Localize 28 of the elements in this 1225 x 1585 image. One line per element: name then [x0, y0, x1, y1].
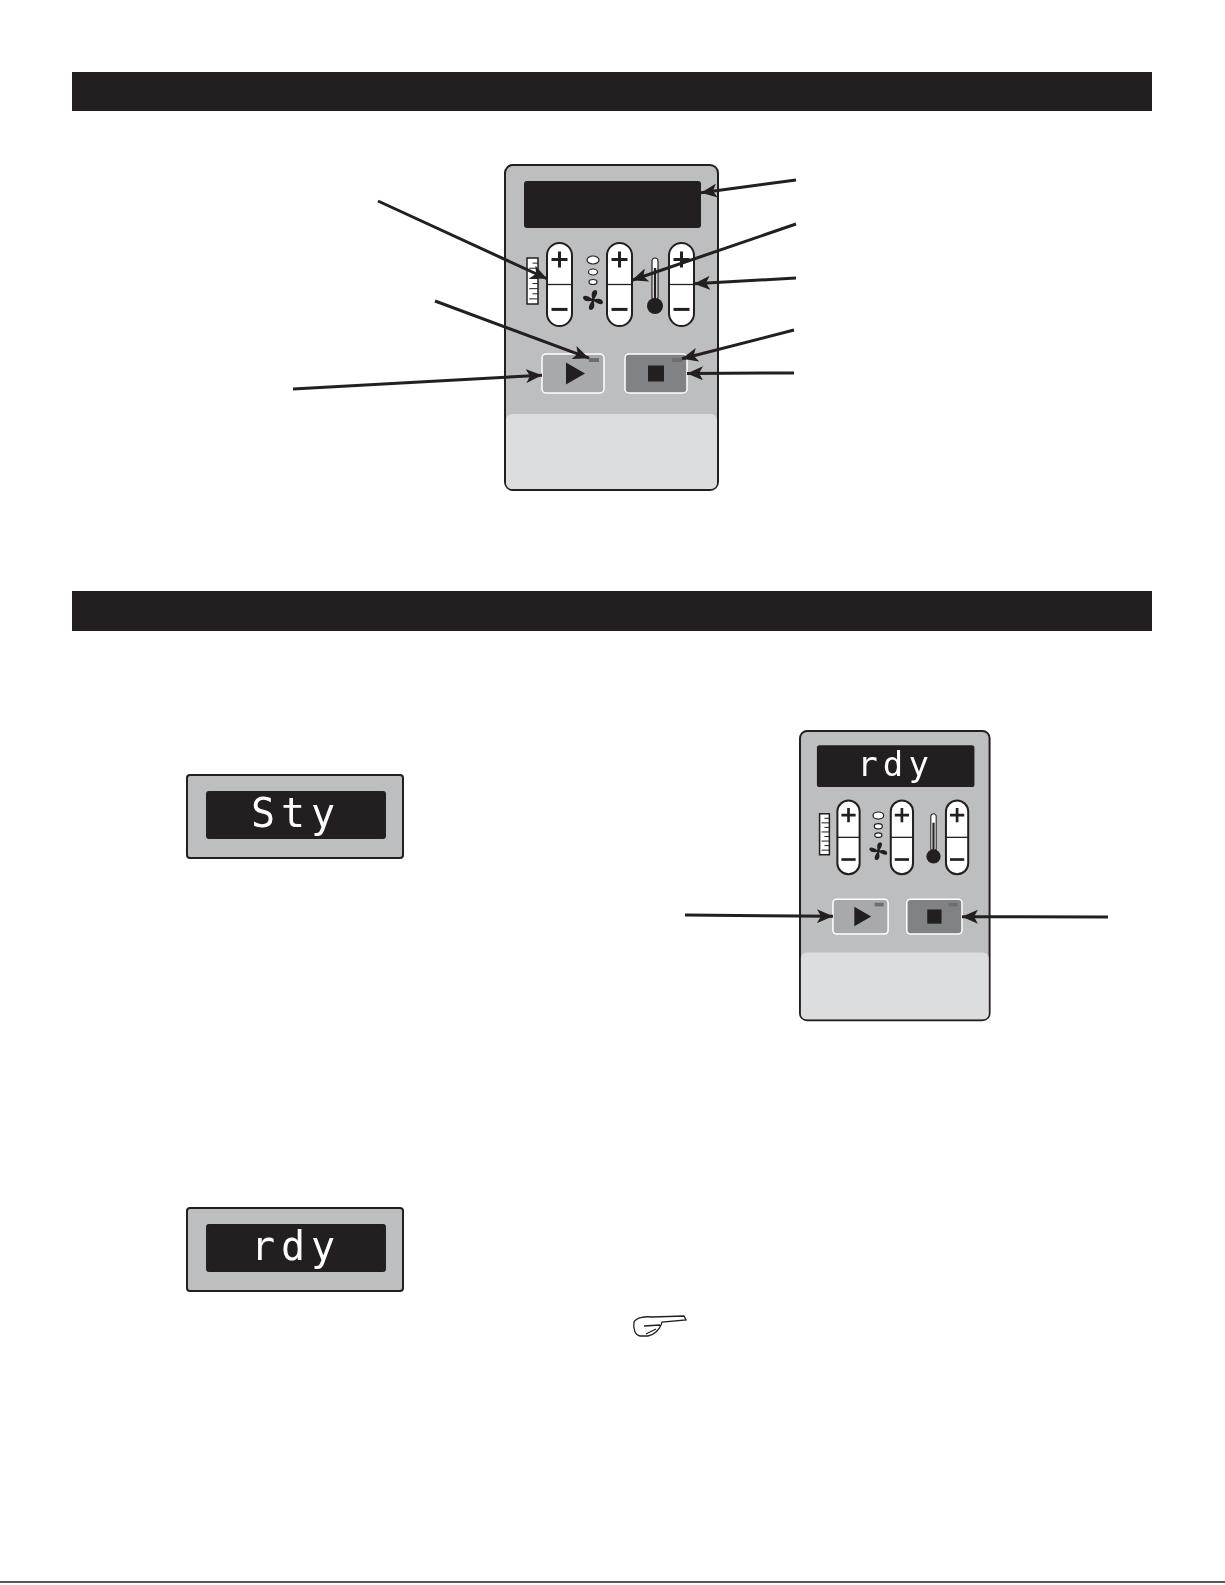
display-screen	[206, 1224, 386, 1272]
leader-arrow	[681, 328, 795, 362]
slider-control	[546, 242, 573, 327]
leader-arrow	[687, 366, 794, 381]
display-screen	[524, 181, 701, 228]
control-button	[906, 898, 963, 935]
leader-arrow	[631, 222, 797, 282]
leader-arrow	[693, 275, 797, 290]
indicator-light	[948, 902, 958, 907]
leader-arrow	[377, 199, 548, 281]
leader-arrow	[292, 369, 543, 391]
display-readout: rdy	[856, 747, 935, 782]
slider-control	[944, 799, 970, 876]
leader-arrow	[961, 909, 1108, 924]
leader-arrow	[700, 178, 797, 198]
control-button	[624, 353, 688, 394]
indicator-light	[589, 358, 599, 362]
slider-control	[606, 242, 633, 327]
slider-control	[668, 242, 695, 327]
indicator-light	[874, 902, 884, 907]
slider-control	[889, 799, 915, 876]
slider-control	[836, 799, 861, 876]
leader-arrow	[434, 299, 590, 360]
display-screen	[206, 791, 386, 839]
control-button	[832, 898, 889, 935]
display-screen	[816, 745, 975, 788]
control-button	[541, 353, 605, 394]
leader-arrow	[685, 909, 833, 924]
